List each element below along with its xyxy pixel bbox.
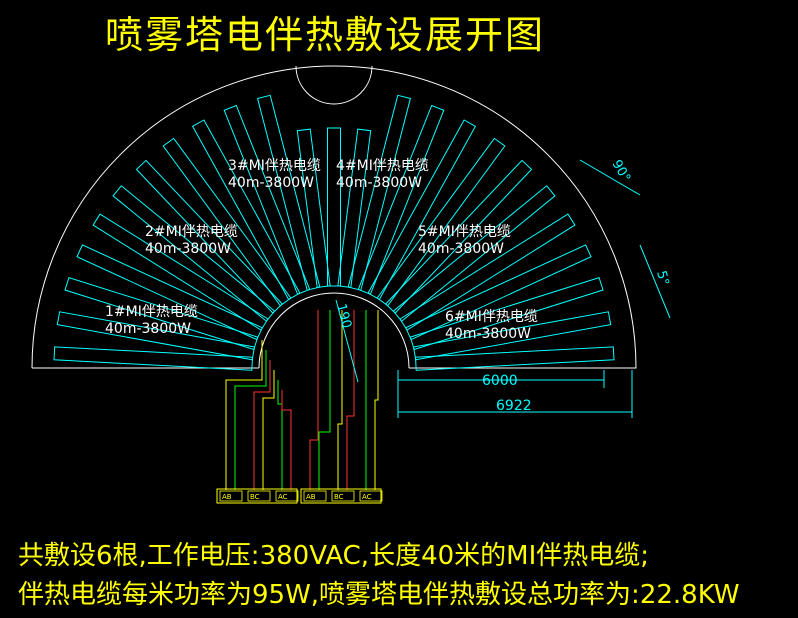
cable-loop-23 xyxy=(409,276,604,351)
dim-length-6000: 6000 xyxy=(482,373,518,389)
cable-loop-8 xyxy=(162,137,292,307)
cable-loops xyxy=(53,94,615,371)
cable-loop-16 xyxy=(357,104,445,295)
cable-loop-10 xyxy=(223,104,311,295)
terminal-label-l3: AC xyxy=(278,493,288,501)
cable-loop-24 xyxy=(412,311,612,361)
cable-label-4: 4#MI伴热电缆 xyxy=(336,158,429,174)
dim-angle-90: 90° xyxy=(609,158,634,185)
terminal-slot-1-2 xyxy=(247,490,271,502)
dim-radius-line xyxy=(335,299,359,383)
cable-loop-15 xyxy=(347,94,412,291)
terminal-slot-2-1 xyxy=(303,490,327,502)
dim-angle-5-line xyxy=(639,244,671,319)
cable-label-6: 6#MI伴热电缆 xyxy=(445,309,538,325)
wire-left-4 xyxy=(262,370,275,490)
terminal-label-r3: AC xyxy=(362,493,372,501)
cable-label-1: 1#MI伴热电缆 xyxy=(105,304,198,320)
wire-left-6 xyxy=(281,390,292,490)
cable-loop-17 xyxy=(367,119,477,301)
wire-left-1 xyxy=(225,340,263,490)
cable-spec-5: 40m-3800W xyxy=(418,241,504,257)
cable-loop-2 xyxy=(56,311,256,361)
drawing-title: 喷雾塔电伴热敷设展开图 xyxy=(105,13,546,57)
wire-right-4 xyxy=(346,310,355,490)
wire-left-3 xyxy=(253,360,271,490)
wire-left-5 xyxy=(277,380,283,490)
cable-label-2: 2#MI伴热电缆 xyxy=(145,224,238,240)
cable-label-3: 3#MI伴热电缆 xyxy=(228,158,321,174)
terminal-slot-2-2 xyxy=(331,490,355,502)
dim-angle-5: 5° xyxy=(653,269,671,287)
terminal-label-r2: BC xyxy=(334,493,344,501)
wire-right-2 xyxy=(318,310,331,490)
tower-outline xyxy=(31,65,637,369)
terminal-blocks xyxy=(216,488,383,504)
cable-spec-4: 40m-3800W xyxy=(336,175,422,191)
terminal-label-r1: AB xyxy=(306,493,316,501)
wire-right-1 xyxy=(309,310,319,490)
cable-loop-25 xyxy=(414,346,615,371)
wire-right-3 xyxy=(337,310,343,490)
dim-length-6922: 6922 xyxy=(496,398,532,414)
lead-wires xyxy=(225,310,379,490)
outer-semicircle xyxy=(31,65,637,369)
cable-loop-9 xyxy=(191,119,301,301)
cable-loop-22 xyxy=(405,244,592,341)
terminal-block-1 xyxy=(216,488,298,504)
cable-spec-2: 40m-3800W xyxy=(145,241,231,257)
wire-left-2 xyxy=(234,350,267,490)
cable-loop-1 xyxy=(53,346,254,371)
manhole-arc xyxy=(295,65,373,105)
cable-loop-13 xyxy=(327,127,341,287)
note-line-2: 伴热电缆每米功率为95W,喷雾塔电伴热敷设总功率为:22.8KW xyxy=(18,580,740,610)
wire-right-6 xyxy=(374,310,379,490)
cable-loop-18 xyxy=(376,137,506,307)
dimension-lines xyxy=(335,159,671,418)
cable-loop-12 xyxy=(296,128,331,289)
cable-loop-6 xyxy=(112,185,276,322)
dim-radius-190: 190 xyxy=(333,302,354,330)
terminal-slot-1-1 xyxy=(219,490,243,502)
terminal-label-l1: AB xyxy=(222,493,232,501)
inner-semicircle xyxy=(258,292,410,369)
cable-loop-20 xyxy=(392,185,556,322)
cable-loop-5 xyxy=(92,213,269,331)
cable-loop-19 xyxy=(384,159,533,314)
cable-loop-14 xyxy=(337,128,372,289)
cable-loop-21 xyxy=(399,213,576,331)
terminal-label-l2: BC xyxy=(250,493,260,501)
note-line-1: 共敷设6根,工作电压:380VAC,长度40米的MI伴热电缆; xyxy=(18,541,650,571)
terminal-slot-2-3 xyxy=(359,490,383,502)
cable-spec-3: 40m-3800W xyxy=(228,175,314,191)
cable-label-5: 5#MI伴热电缆 xyxy=(418,224,511,240)
dim-angle-90-line xyxy=(579,159,641,196)
cable-loop-11 xyxy=(256,94,321,291)
cable-loop-3 xyxy=(64,276,259,351)
terminal-slot-1-3 xyxy=(275,490,299,502)
cable-spec-6: 40m-3800W xyxy=(445,326,531,342)
cable-loop-4 xyxy=(76,244,263,341)
terminal-block-2 xyxy=(300,488,382,504)
cable-spec-1: 40m-3800W xyxy=(105,321,191,337)
cable-loop-7 xyxy=(135,159,284,314)
